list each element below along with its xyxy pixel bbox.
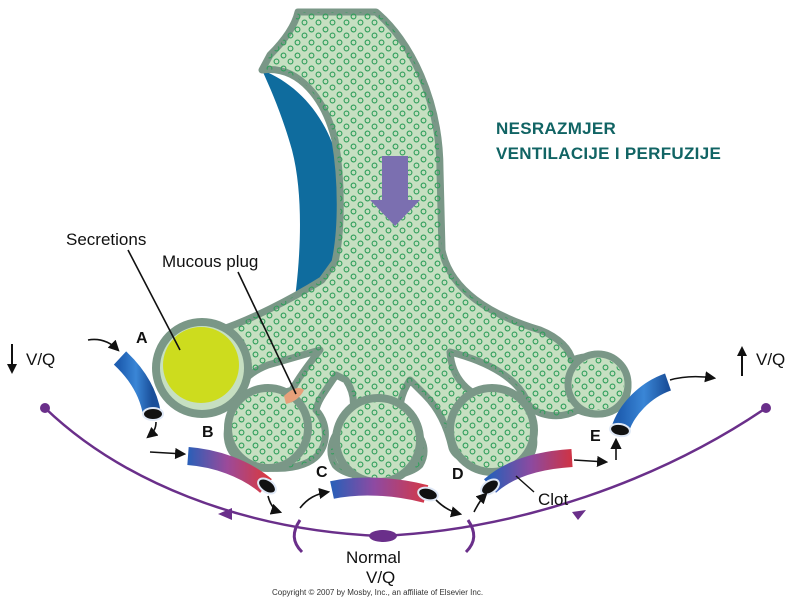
scale-arrow-left bbox=[218, 508, 232, 520]
pointers bbox=[7, 249, 747, 395]
scale-end-left bbox=[40, 403, 50, 413]
copyright-notice: Copyright © 2007 by Mosby, Inc., an affi… bbox=[272, 588, 484, 597]
normal-marker bbox=[369, 530, 397, 542]
normal-bracket-left bbox=[292, 519, 304, 554]
alveolus-d-particles bbox=[454, 392, 530, 468]
scale-arrow-right bbox=[572, 510, 586, 520]
label-normal-vq: V/Q bbox=[366, 568, 396, 587]
secretions-blob bbox=[163, 327, 239, 403]
mucous-plug-pointer bbox=[237, 271, 297, 395]
down-arrow-icon bbox=[7, 364, 17, 374]
vessel-a bbox=[87, 338, 164, 439]
label-b: B bbox=[202, 424, 214, 441]
vq-scale bbox=[40, 403, 771, 554]
vessels bbox=[87, 338, 717, 518]
scale-end-right bbox=[761, 403, 771, 413]
title-line-1: NESRAZMJER bbox=[496, 119, 617, 138]
airway-tree bbox=[152, 8, 632, 486]
vessel-e bbox=[609, 371, 717, 460]
label-a: A bbox=[136, 330, 148, 347]
label-secretions: Secretions bbox=[66, 230, 147, 249]
airway-shadow bbox=[262, 70, 350, 318]
label-high-vq: V/Q bbox=[756, 350, 786, 369]
label-e: E bbox=[590, 428, 601, 445]
label-normal: Normal bbox=[346, 548, 401, 567]
label-clot: Clot bbox=[538, 490, 569, 509]
clot-pointer bbox=[515, 475, 535, 493]
label-mucous-plug: Mucous plug bbox=[162, 252, 259, 271]
vessel-b bbox=[149, 447, 283, 515]
airway-particles bbox=[159, 12, 628, 478]
title-line-2: VENTILACIJE I PERFUZIJE bbox=[496, 144, 722, 163]
label-low-vq: V/Q bbox=[26, 350, 56, 369]
label-c: C bbox=[316, 464, 328, 481]
alveolus-b-particles bbox=[232, 392, 304, 464]
label-d: D bbox=[452, 466, 464, 483]
up-arrow-icon bbox=[737, 346, 747, 356]
alveolus-e-particles bbox=[572, 358, 624, 410]
alveolus-c-particles bbox=[340, 402, 416, 478]
airflow-arrow bbox=[370, 156, 420, 226]
secretions-pointer bbox=[127, 249, 181, 351]
normal-bracket-right bbox=[464, 519, 476, 554]
vessel-c bbox=[299, 477, 463, 518]
vessel-d bbox=[473, 449, 609, 513]
mucous-plug bbox=[284, 388, 304, 404]
